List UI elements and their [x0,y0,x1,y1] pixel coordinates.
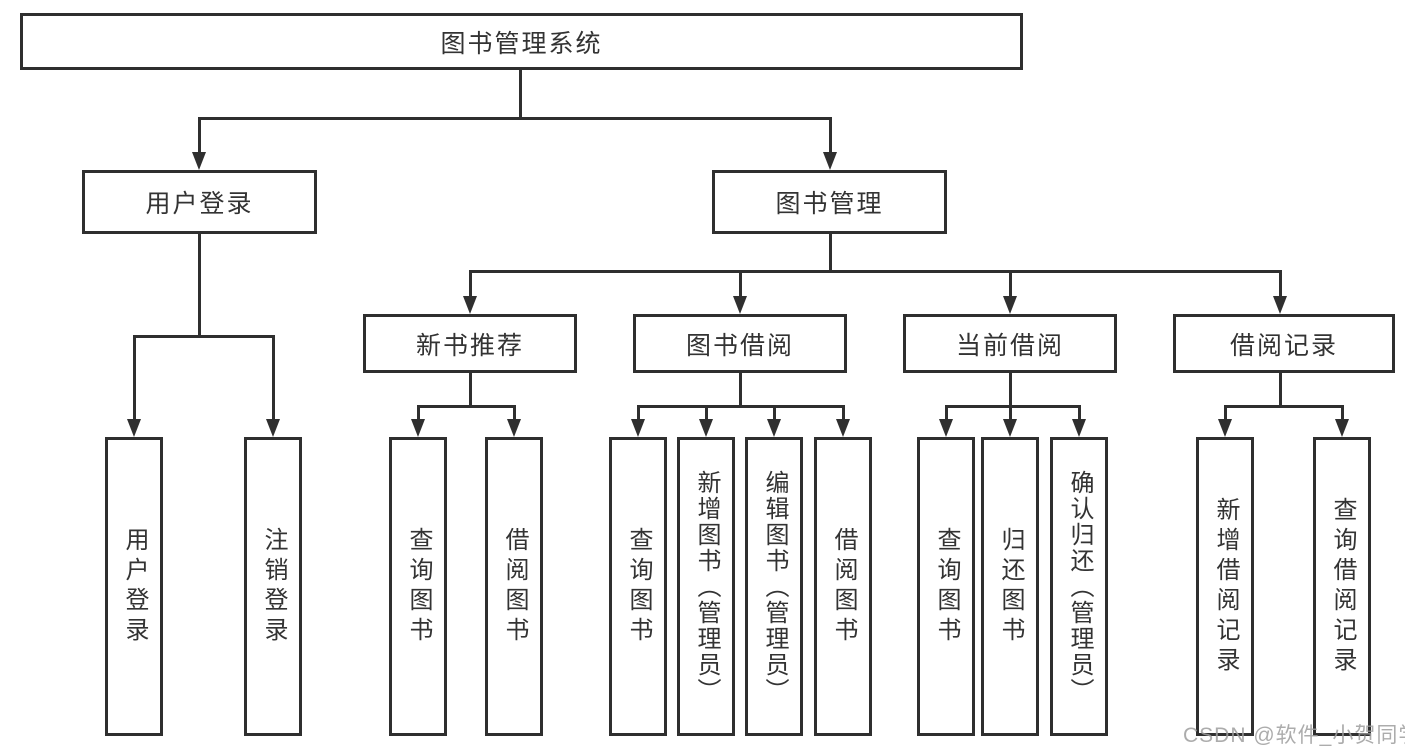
node-library-system: 图书管理系统 [20,13,1023,70]
connector-line [197,116,832,120]
connector-line [518,70,522,118]
arrow-down-icon [631,419,645,437]
connector-line [944,406,948,423]
connector-line [468,269,1282,273]
arrow-down-icon [192,152,206,170]
connector-line [704,406,708,423]
arrow-down-icon [699,419,713,437]
node-book-borrow: 图书借阅 [633,314,847,373]
arrow-down-icon [733,296,747,314]
connector-line [1223,406,1227,423]
connector-line [416,406,420,423]
arrow-down-icon [127,419,141,437]
node-current-borrow: 当前借阅 [903,314,1117,373]
leaf-logout: 注销登录 [244,437,302,736]
arrow-down-icon [1218,419,1232,437]
connector-line [841,406,845,423]
arrow-down-icon [411,419,425,437]
connector-line [132,336,136,423]
connector-line [1223,404,1344,408]
connector-line [1008,271,1012,300]
connector-line [1008,373,1012,406]
leaf-add-book-admin: 新增图书（管理员） [677,437,735,736]
arrow-down-icon [836,419,850,437]
arrow-down-icon [1273,296,1287,314]
node-new-book-recommend: 新书推荐 [363,314,577,373]
leaf-add-borrow-record: 新增借阅记录 [1196,437,1254,736]
connector-line [271,336,275,423]
connector-line [512,406,516,423]
node-borrow-records: 借阅记录 [1173,314,1395,373]
connector-line [132,334,275,338]
connector-line [828,234,832,271]
leaf-borrow-books-2: 借阅图书 [814,437,872,736]
leaf-edit-book-admin: 编辑图书（管理员） [745,437,803,736]
leaf-confirm-return-admin: 确认归还（管理员） [1050,437,1108,736]
connector-line [1008,406,1012,423]
connector-line [1278,373,1282,406]
arrow-down-icon [939,419,953,437]
connector-line [1077,406,1081,423]
connector-line [468,271,472,300]
connector-line [1340,406,1344,423]
connector-line [636,406,640,423]
leaf-user-login: 用户登录 [105,437,163,736]
leaf-query-books-3: 查询图书 [917,437,975,736]
leaf-query-borrow-record: 查询借阅记录 [1313,437,1371,736]
connector-line [416,404,516,408]
leaf-return-book: 归还图书 [981,437,1039,736]
connector-line [468,373,472,406]
leaf-borrow-books-1: 借阅图书 [485,437,543,736]
connector-line [197,118,201,156]
arrow-down-icon [1003,419,1017,437]
arrow-down-icon [463,296,477,314]
connector-line [738,271,742,300]
connector-line [828,118,832,156]
connector-line [197,234,201,336]
arrow-down-icon [1072,419,1086,437]
arrow-down-icon [767,419,781,437]
connector-line [636,404,845,408]
watermark: CSDN @软件_小贺同学 [1183,724,1405,747]
node-user-login: 用户登录 [82,170,317,234]
connector-line [738,373,742,406]
connector-line [772,406,776,423]
arrow-down-icon [507,419,521,437]
arrow-down-icon [823,152,837,170]
arrow-down-icon [1335,419,1349,437]
arrow-down-icon [266,419,280,437]
arrow-down-icon [1003,296,1017,314]
leaf-query-books-2: 查询图书 [609,437,667,736]
node-book-management: 图书管理 [712,170,947,234]
leaf-query-books-1: 查询图书 [389,437,447,736]
connector-line [944,404,1081,408]
connector-line [1278,271,1282,300]
